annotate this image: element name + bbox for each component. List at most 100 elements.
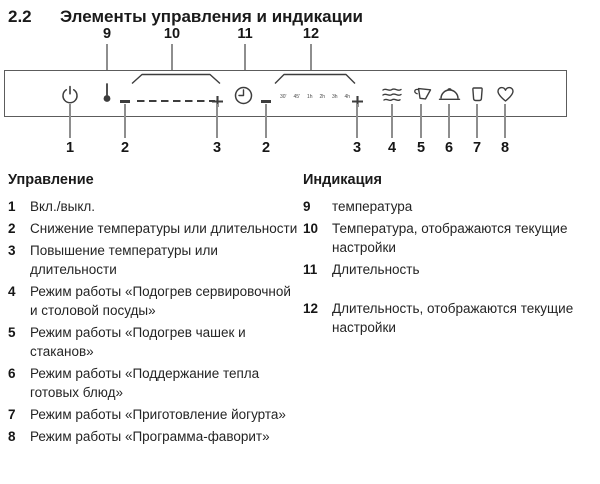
- item-number: 12: [303, 301, 319, 316]
- leader-line: [391, 104, 393, 138]
- legend-item: 6 Режим работы «Поддержание тепла готовы…: [8, 364, 302, 402]
- legend-item: 12 Длительность, отображаются текущие на…: [303, 299, 595, 337]
- callout-6: 6: [439, 104, 459, 156]
- item-label: Повышение температуры или длительности: [30, 243, 218, 277]
- leader-line: [69, 104, 71, 138]
- scale-label: 2h: [319, 94, 325, 100]
- item-number: 7: [8, 407, 16, 422]
- callout-number: 7: [472, 140, 482, 156]
- leader-line: [244, 44, 246, 80]
- minus-icon: [120, 100, 130, 103]
- item-number: 3: [8, 243, 16, 258]
- keep-warm-icon: [438, 88, 461, 100]
- scale-label: 1h: [306, 94, 313, 100]
- callout-5: 5: [411, 104, 431, 156]
- legend-item: 11 Длительность: [303, 260, 595, 279]
- callout-number: 9: [102, 26, 112, 42]
- callout-number: 6: [444, 140, 454, 156]
- callout-2b: 2: [256, 104, 276, 156]
- temperature-display-bracket: [131, 73, 221, 85]
- item-label: Температура, отображаются текущие настро…: [332, 221, 568, 255]
- callout-10: 10: [161, 26, 183, 72]
- legend-item: 2 Снижение температуры или длительности: [8, 219, 302, 238]
- item-label: Снижение температуры или длительности: [30, 221, 298, 236]
- callout-1: 1: [60, 104, 80, 156]
- item-label: Длительность, отображаются текущие настр…: [332, 301, 574, 335]
- legend-item: 5 Режим работы «Подогрев чашек и стакано…: [8, 323, 302, 361]
- minus-icon: [261, 100, 271, 103]
- power-icon: [62, 85, 78, 104]
- item-label: Вкл./выкл.: [30, 199, 96, 214]
- scale-label: 45': [293, 94, 300, 100]
- page-title: 2.2 Элементы управления и индикации: [8, 7, 363, 27]
- temperature-display-dashes: [137, 99, 215, 103]
- item-number: 6: [8, 366, 16, 381]
- dishware-warming-icon: [382, 88, 402, 102]
- leader-line: [216, 104, 218, 138]
- page-title-text: Элементы управления и индикации: [60, 7, 363, 26]
- cup-warming-icon: [414, 87, 432, 100]
- item-number: 9: [303, 199, 311, 214]
- callout-2: 2: [115, 104, 135, 156]
- leader-line: [356, 104, 358, 138]
- item-number: 10: [303, 221, 319, 236]
- item-label: Режим работы «Приготовление йогурта»: [30, 407, 286, 422]
- leader-line: [106, 44, 108, 82]
- callout-number: 4: [387, 140, 397, 156]
- item-number: 5: [8, 325, 16, 340]
- leader-line: [504, 104, 506, 138]
- leader-line: [124, 104, 126, 138]
- callout-number: 11: [237, 26, 253, 42]
- callout-number: 5: [416, 140, 426, 156]
- item-number: 11: [303, 262, 318, 277]
- legend-item: 7 Режим работы «Приготовление йогурта»: [8, 405, 302, 424]
- callout-number: 10: [163, 26, 181, 42]
- leader-line: [171, 44, 173, 72]
- legend-item: 10 Температура, отображаются текущие нас…: [303, 219, 595, 257]
- callout-3b: 3: [347, 104, 367, 156]
- item-number: 8: [8, 429, 16, 444]
- controls-heading: Управление: [8, 172, 94, 188]
- scale-label: 30': [280, 94, 287, 100]
- item-number: 2: [8, 221, 16, 236]
- controls-legend: Управление 1 Вкл./выкл. 2 Снижение темпе…: [8, 172, 302, 449]
- duration-display-bracket: [274, 73, 356, 84]
- favourite-program-icon: [497, 86, 514, 102]
- legend-item: 4 Режим работы «Подогрев сервировочной и…: [8, 282, 302, 320]
- legend-item: 3 Повышение температуры или длительности: [8, 241, 302, 279]
- callout-7: 7: [467, 104, 487, 156]
- item-number: 1: [8, 199, 16, 214]
- callout-4: 4: [382, 104, 402, 156]
- indication-heading: Индикация: [303, 172, 382, 188]
- callout-11: 11: [234, 26, 256, 80]
- leader-line: [448, 104, 450, 138]
- item-label: Режим работы «Программа-фаворит»: [30, 429, 270, 444]
- indication-legend: Индикация 9 температура 10 Температура, …: [303, 172, 595, 340]
- item-label: температура: [332, 199, 413, 214]
- legend-item: 9 температура: [303, 197, 595, 216]
- scale-label: 3h: [331, 94, 338, 100]
- callout-number: 8: [500, 140, 510, 156]
- callout-3: 3: [207, 104, 227, 156]
- yogurt-icon: [472, 87, 483, 102]
- leader-line: [265, 104, 267, 138]
- callout-number: 3: [352, 140, 362, 156]
- section-number: 2.2: [8, 7, 32, 26]
- item-label: Длительность: [332, 262, 420, 277]
- legend-item: 1 Вкл./выкл.: [8, 197, 302, 216]
- item-label: Режим работы «Поддержание тепла готовых …: [30, 366, 260, 400]
- callout-8: 8: [495, 104, 515, 156]
- callout-number: 3: [212, 140, 222, 156]
- legend-item: 8 Режим работы «Программа-фаворит»: [8, 427, 302, 446]
- callout-number: 1: [65, 140, 75, 156]
- duration-scale: 30' 45' 1h 2h 3h 4h: [280, 94, 350, 100]
- callout-12: 12: [300, 26, 322, 72]
- leader-line: [420, 104, 422, 138]
- callout-9: 9: [96, 26, 118, 82]
- scale-label: 4h: [344, 94, 350, 100]
- item-label: Режим работы «Подогрев сервировочной и с…: [30, 284, 291, 318]
- callout-number: 2: [261, 140, 271, 156]
- timer-icon: [234, 86, 253, 105]
- callout-number: 12: [302, 26, 320, 42]
